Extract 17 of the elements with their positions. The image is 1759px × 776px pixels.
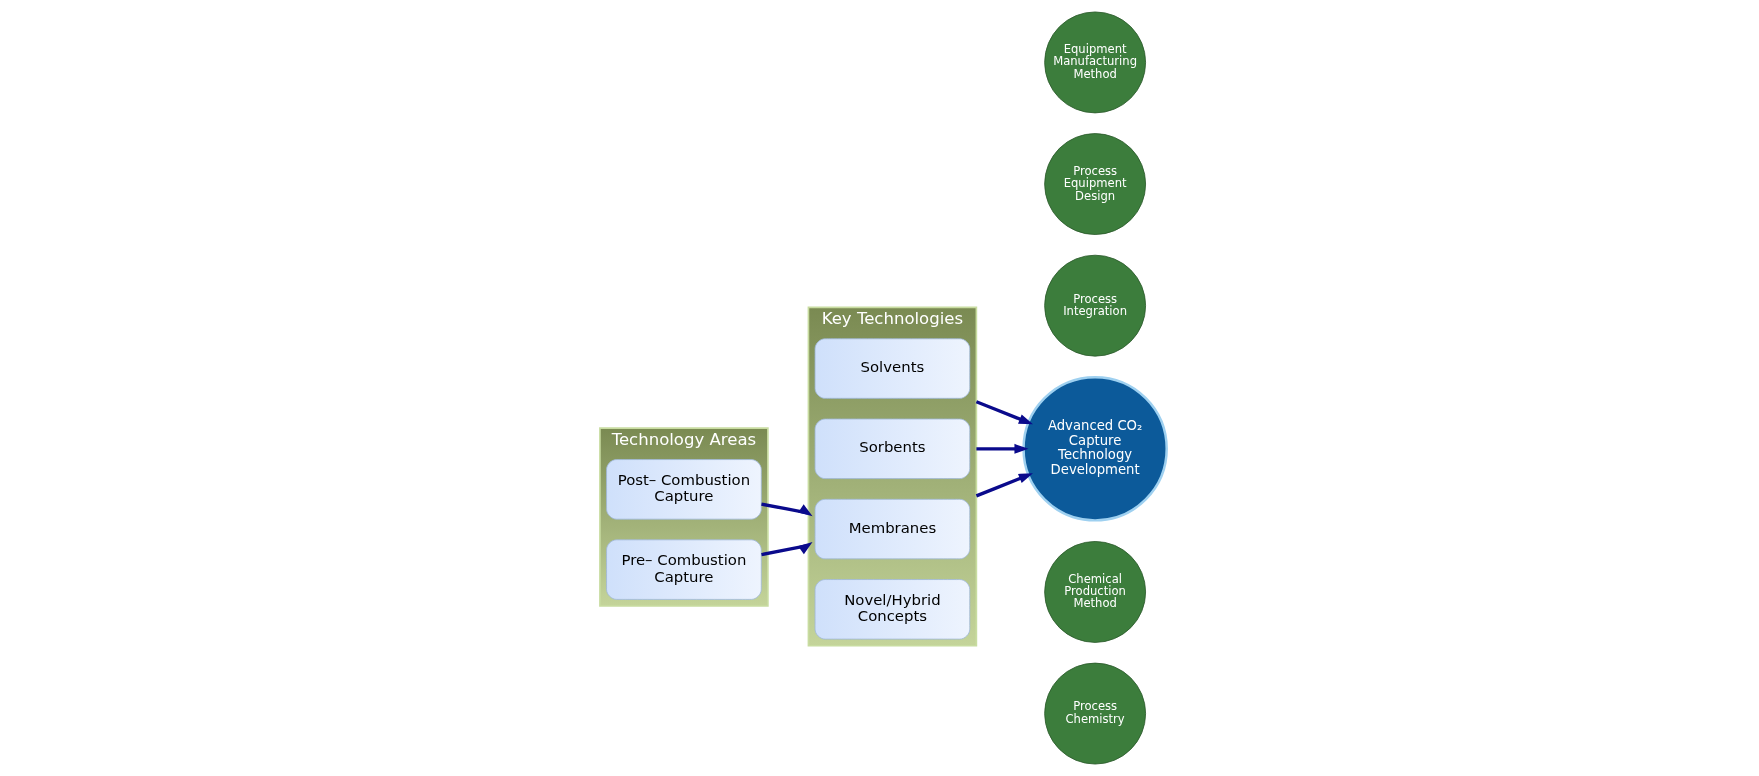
node-box: Pre– Combustion Capture [605,539,762,600]
node-box: Membranes [814,498,970,560]
node-circle: Process Chemistry [1043,662,1146,765]
arrow [975,400,1033,425]
node-circle: Advanced CO₂ Capture Technology Development [1021,376,1168,522]
arrow [760,542,812,557]
node-circle: Process Integration [1043,254,1146,357]
node-circle: Process Equipment Design [1043,133,1146,235]
arrow [975,473,1033,498]
node-circle: Chemical Production Method [1043,541,1146,643]
node-box: Solvents [814,338,970,399]
arrow [975,443,1029,454]
node-circle: Equipment Manufacturing Method [1043,11,1146,114]
node-box: Sorbents [814,418,970,479]
arrow [760,502,813,517]
node-box: Post– Combustion Capture [605,459,762,520]
node-box: Novel/Hybrid Concepts [814,579,970,640]
